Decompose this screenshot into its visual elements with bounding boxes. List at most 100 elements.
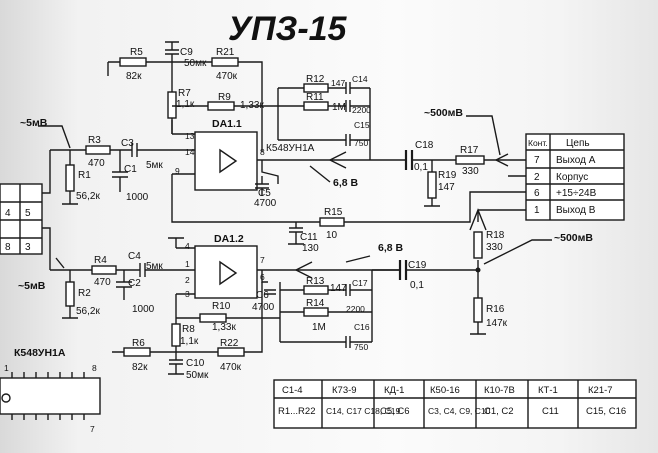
wire	[344, 191, 526, 223]
pointer	[345, 255, 371, 263]
part-DA1-1: К548УН1А	[266, 143, 315, 154]
value-R7: 1,1к	[176, 99, 195, 110]
ground	[168, 237, 195, 249]
label-R15: R15	[324, 207, 343, 218]
resistor-R4	[91, 265, 117, 275]
table-cell: R1...R22	[278, 406, 316, 417]
capacitor-C9	[165, 41, 179, 62]
capacitor-C4	[139, 263, 146, 277]
value-C14: 147	[331, 78, 345, 88]
capacitor-C18	[404, 150, 414, 170]
value-C19: 0,1	[410, 280, 424, 291]
table-cell: С5, С6	[380, 406, 410, 417]
connector-net: Корпус	[556, 172, 588, 183]
label-C19: C19	[408, 260, 427, 271]
value-R11: 1М	[332, 102, 346, 113]
capacitor-C5	[255, 176, 269, 196]
capacitor-C16	[280, 336, 372, 348]
label-R1: R1	[78, 170, 91, 181]
label-R12: R12	[306, 74, 325, 85]
value-R6: 82к	[132, 362, 148, 373]
voltage-bottom: 6,8 В	[378, 242, 404, 254]
label-R17: R17	[460, 145, 479, 156]
input-pin: 8	[5, 242, 11, 253]
resistor-R9	[207, 101, 235, 111]
resistor-R15	[319, 217, 345, 227]
arrow	[295, 261, 313, 279]
table-header: К21-7	[588, 385, 613, 396]
resistor-R7	[167, 91, 177, 119]
value-R10: 1,33к	[212, 322, 236, 333]
package-pins	[11, 372, 85, 420]
wire	[175, 293, 195, 318]
capacitor-C15	[278, 134, 370, 146]
label-R5: R5	[130, 47, 143, 58]
wire	[244, 282, 263, 353]
output-top-level: ~500мВ	[424, 107, 463, 119]
resistor-R1	[65, 164, 75, 192]
value-R22: 470к	[220, 362, 242, 373]
label-C11: C11	[300, 232, 318, 243]
ic-DA1-2	[194, 245, 258, 299]
value-R21: 470к	[216, 71, 238, 82]
ground	[470, 322, 486, 335]
label-C1: C1	[124, 164, 137, 175]
connector-pin: 7	[534, 155, 540, 166]
label-R4: R4	[94, 255, 107, 266]
connector-grid	[0, 184, 42, 254]
value-R8: 1,1к	[180, 336, 199, 347]
package-part: К548УН1А	[14, 347, 66, 359]
label-C17: C17	[352, 278, 368, 288]
input-pin: 4	[5, 208, 11, 219]
table-grid	[274, 380, 636, 428]
label-C4: C4	[128, 251, 141, 262]
table-header: С1-4	[282, 385, 303, 396]
pin1-marker	[1, 393, 11, 403]
resistor-R16	[473, 297, 483, 323]
resistor-R21	[211, 57, 239, 67]
value-C9: 50мк	[184, 58, 207, 69]
junction	[475, 267, 481, 273]
capacitor-C13	[328, 100, 370, 112]
value-C18: 0,1	[414, 162, 428, 173]
value-C13: 2200	[352, 105, 371, 115]
value-R17: 330	[462, 166, 479, 177]
value-R18: 330	[486, 242, 503, 253]
label-C15: C15	[354, 120, 370, 130]
input-pin: 5	[25, 208, 31, 219]
capacitor-C1	[112, 150, 128, 192]
value-C17: 2200	[346, 304, 365, 314]
value-C1: 1000	[126, 192, 149, 203]
connector-pin: 6	[534, 188, 540, 199]
value-R2: 56,2к	[76, 306, 100, 317]
resistor-R12	[303, 83, 329, 93]
table-cell: С1, С2	[484, 406, 514, 417]
label-R2: R2	[78, 288, 91, 299]
voltage-top: 6,8 В	[333, 177, 359, 189]
capacitor-C10	[168, 352, 184, 375]
pin-14: 14	[185, 147, 195, 157]
label-R18: R18	[486, 230, 505, 241]
value-C16: 750	[354, 342, 368, 352]
ground	[62, 306, 78, 319]
parts-table	[273, 379, 637, 429]
value-R15: 10	[326, 230, 338, 241]
package-pin: 8	[92, 363, 97, 373]
table-cell: С11	[542, 406, 559, 417]
opamp-symbol	[219, 260, 238, 286]
output-bottom-level: ~500мВ	[554, 232, 593, 244]
capacitor-C11	[288, 222, 304, 245]
table-header: К50-16	[430, 385, 460, 396]
label-DA1-1: DA1.1	[212, 118, 242, 130]
label-C3: C3	[121, 138, 134, 149]
value-C15: 750	[354, 138, 368, 148]
pin-4: 4	[185, 241, 190, 251]
wire	[238, 61, 263, 152]
capacitor-C17	[328, 284, 372, 296]
ground	[62, 191, 78, 205]
label-R10: R10	[212, 301, 231, 312]
wire	[42, 150, 51, 270]
connector-pin: 2	[534, 172, 540, 183]
connector-grid	[526, 134, 624, 220]
pointer	[309, 165, 331, 183]
